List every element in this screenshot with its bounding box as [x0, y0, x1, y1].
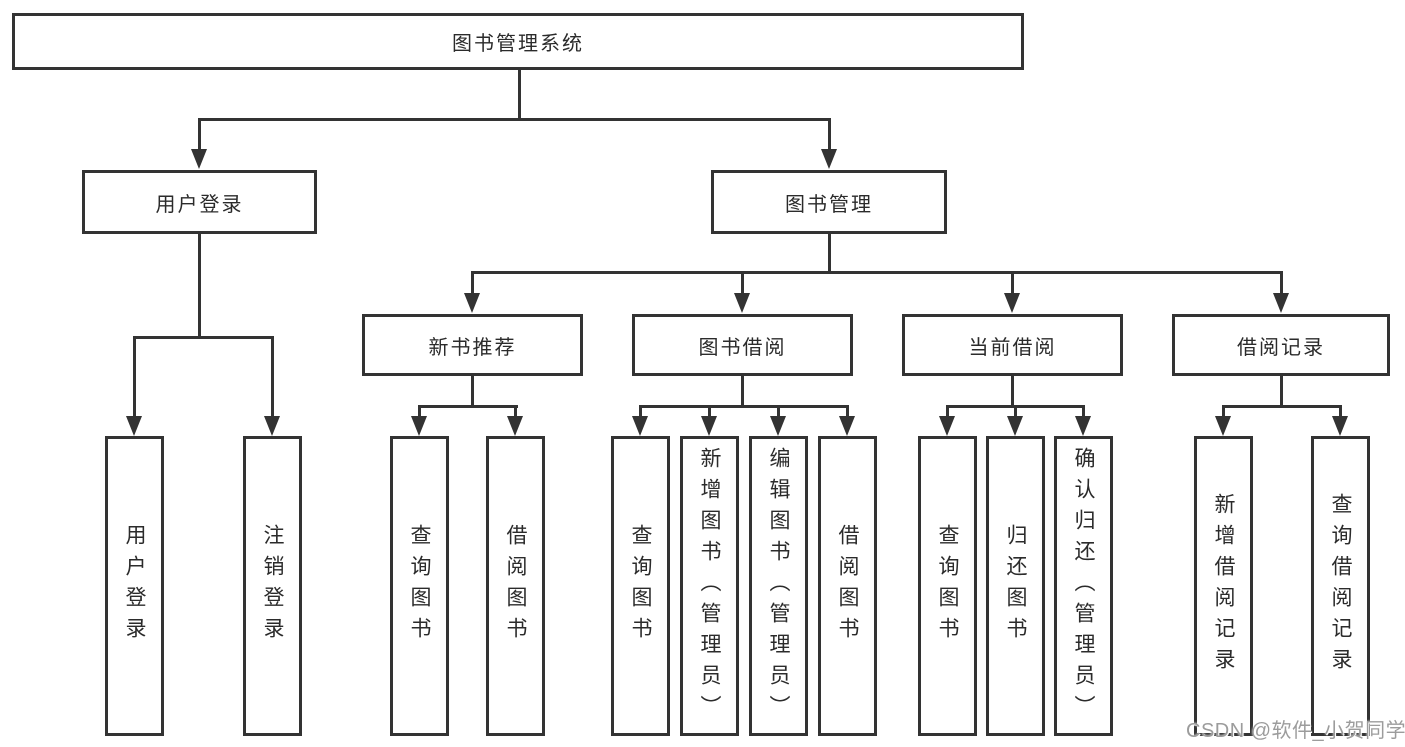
arrow-to-leaf-add-books: [701, 405, 717, 436]
node-library-system-label: 图书管理系统: [452, 33, 584, 55]
node-user-login-branch: 用户登录: [82, 170, 317, 234]
leaf-borrow-books-recommend-label: 借阅图书: [504, 524, 527, 648]
connector-borrowing-bar: [639, 405, 848, 408]
node-current-borrowing: 当前借阅: [902, 314, 1123, 376]
leaf-query-books-borrowing-label: 查询图书: [629, 524, 652, 648]
leaf-query-books-borrowing: 查询图书: [611, 436, 670, 736]
connector-recommend-stem: [471, 374, 474, 408]
connector-user-login-bar: [133, 336, 274, 339]
leaf-query-books-recommend-label: 查询图书: [408, 524, 431, 648]
arrow-to-leaf-borrow-books-borrowing: [839, 405, 855, 436]
node-user-login-branch-label: 用户登录: [155, 193, 244, 216]
connector-records-bar: [1222, 405, 1341, 408]
leaf-confirm-return-admin-label: 确认归还（管理员）: [1072, 446, 1095, 726]
connector-borrowing-stem: [741, 374, 744, 408]
connector-book-mgmt-stem: [828, 232, 831, 273]
node-borrowing-records-label: 借阅记录: [1237, 336, 1325, 359]
connector-records-stem: [1280, 374, 1283, 408]
leaf-edit-books-admin: 编辑图书（管理员）: [749, 436, 808, 736]
node-book-management-label: 图书管理: [785, 193, 873, 216]
arrow-to-leaf-query-borrow-record: [1332, 405, 1348, 436]
arrow-to-leaf-confirm-return: [1075, 405, 1091, 436]
arrow-to-new-book-recommendation: [464, 271, 480, 313]
arrow-to-borrowing-records: [1273, 271, 1289, 313]
node-borrowing-records: 借阅记录: [1172, 314, 1390, 376]
leaf-return-books-label: 归还图书: [1004, 524, 1027, 648]
leaf-query-borrow-record-label: 查询借阅记录: [1329, 493, 1352, 679]
arrow-to-book-borrowing: [734, 271, 750, 313]
arrow-to-leaf-add-borrow-record: [1215, 405, 1231, 436]
leaf-add-books-admin-label: 新增图书（管理员）: [698, 446, 721, 726]
arrow-to-leaf-return-books: [1007, 405, 1023, 436]
arrow-to-current-borrowing: [1004, 271, 1020, 313]
leaf-query-books-current: 查询图书: [918, 436, 977, 736]
leaf-add-books-admin: 新增图书（管理员）: [680, 436, 739, 736]
arrow-to-leaf-user-login: [126, 336, 142, 436]
leaf-user-login: 用户登录: [105, 436, 164, 736]
node-new-book-recommendation-label: 新书推荐: [428, 336, 517, 359]
leaf-logout: 注销登录: [243, 436, 302, 736]
node-book-borrowing: 图书借阅: [632, 314, 853, 376]
connector-recommend-bar: [418, 405, 518, 408]
leaf-query-books-recommend: 查询图书: [390, 436, 449, 736]
leaf-add-borrow-record-label: 新增借阅记录: [1212, 493, 1235, 679]
arrow-to-leaf-edit-books: [770, 405, 786, 436]
connector-current-stem: [1011, 374, 1014, 408]
node-book-management: 图书管理: [711, 170, 947, 234]
leaf-borrow-books-recommend: 借阅图书: [486, 436, 545, 736]
leaf-user-login-label: 用户登录: [123, 524, 146, 648]
csdn-watermark: CSDN @软件_小贺同学: [1186, 720, 1405, 742]
leaf-return-books: 归还图书: [986, 436, 1045, 736]
arrow-to-leaf-query-books-borrowing: [632, 405, 648, 436]
connector-user-login-stem: [198, 232, 201, 339]
connector-root-bar: [198, 118, 831, 121]
leaf-add-borrow-record: 新增借阅记录: [1194, 436, 1253, 736]
node-library-system: 图书管理系统: [12, 13, 1024, 70]
leaf-confirm-return-admin: 确认归还（管理员）: [1054, 436, 1113, 736]
node-book-borrowing-label: 图书借阅: [698, 336, 787, 359]
node-new-book-recommendation: 新书推荐: [362, 314, 583, 376]
leaf-logout-label: 注销登录: [261, 524, 284, 648]
arrow-to-book-management: [821, 118, 837, 169]
leaf-query-books-current-label: 查询图书: [936, 524, 959, 648]
arrow-to-leaf-query-books-recommend: [411, 405, 427, 436]
arrow-to-leaf-borrow-books-recommend: [507, 405, 523, 436]
leaf-borrow-books-borrowing-label: 借阅图书: [836, 524, 859, 648]
node-current-borrowing-label: 当前借阅: [968, 336, 1057, 359]
leaf-edit-books-admin-label: 编辑图书（管理员）: [767, 446, 790, 726]
connector-root-stem: [518, 68, 521, 119]
arrow-to-leaf-query-books-current: [939, 405, 955, 436]
connector-book-mgmt-bar: [471, 271, 1283, 274]
leaf-query-borrow-record: 查询借阅记录: [1311, 436, 1370, 736]
leaf-borrow-books-borrowing: 借阅图书: [818, 436, 877, 736]
arrow-to-user-login-branch: [191, 118, 207, 169]
arrow-to-leaf-logout: [264, 336, 280, 436]
